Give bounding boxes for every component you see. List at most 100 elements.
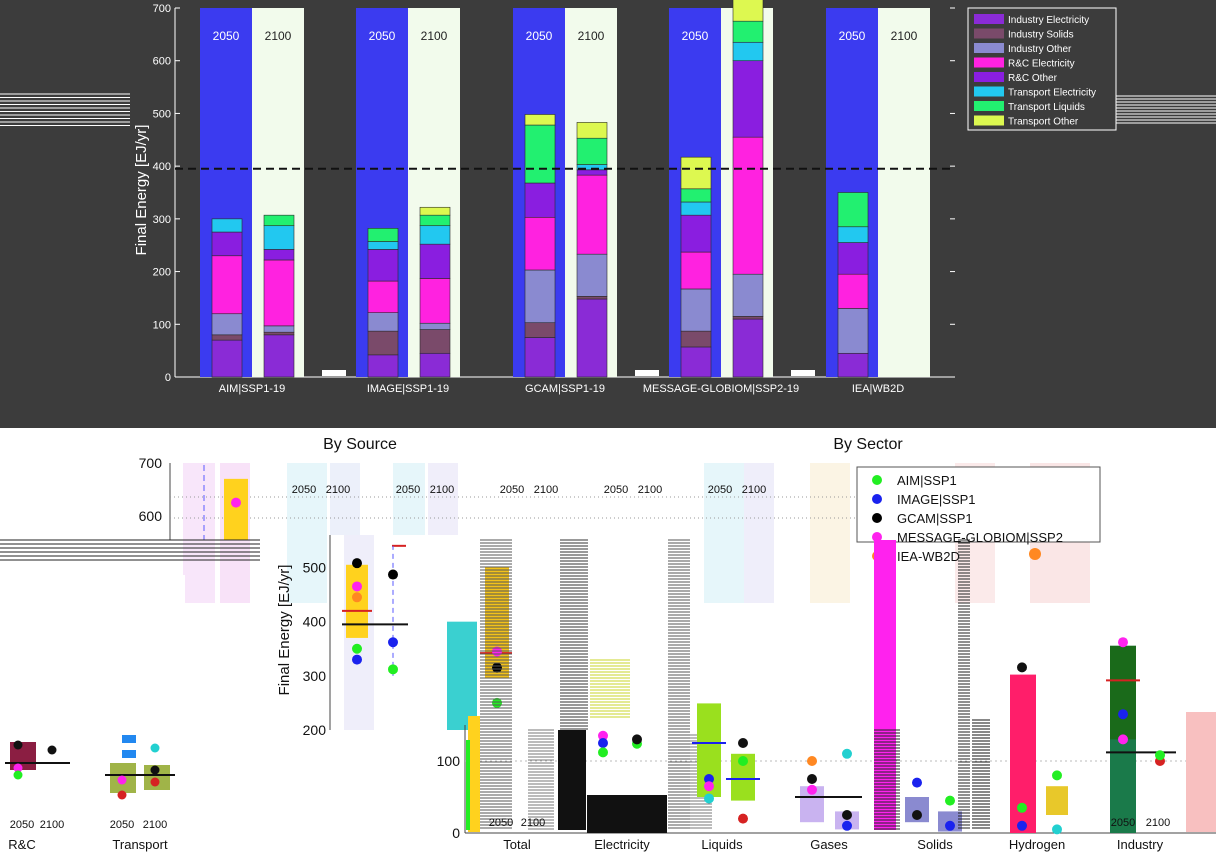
data-point — [150, 777, 160, 787]
box — [835, 811, 859, 830]
category-label: Electricity — [594, 837, 650, 852]
legend-marker — [872, 494, 882, 504]
data-point — [1118, 734, 1128, 745]
bar-segment — [419, 352, 451, 378]
data-point — [1017, 802, 1027, 813]
bar-segment — [732, 318, 764, 378]
bar-segment — [263, 249, 295, 261]
period-2100-background — [878, 8, 930, 377]
period-label-2100: 2100 — [578, 29, 605, 43]
data-point — [231, 497, 241, 508]
sector-label-transport: Transport — [112, 837, 168, 852]
data-point — [704, 793, 714, 804]
box — [558, 730, 586, 830]
bar-segment — [524, 216, 556, 271]
data-point — [1052, 824, 1062, 835]
data-point — [738, 756, 748, 766]
bar-segment — [680, 201, 712, 216]
bar-segment — [732, 136, 764, 275]
period-label: 2100 — [1146, 817, 1170, 829]
legend-swatch — [974, 43, 1004, 53]
period-label: 2050 — [1111, 817, 1135, 829]
box — [468, 716, 480, 832]
period-label: 2050 — [708, 484, 732, 496]
period-band — [183, 463, 215, 603]
bar-segment — [837, 242, 869, 275]
legend-label: Industry Electricity — [1008, 15, 1089, 26]
bar-segment — [680, 346, 712, 378]
y-axis-label: Final Energy [EJ/yr] — [276, 565, 293, 696]
legend-marker — [872, 513, 882, 523]
bar-segment — [419, 278, 451, 324]
data-point — [912, 810, 922, 820]
data-point — [632, 734, 642, 745]
group-label: MESSAGE-GLOBIOM|SSP2-19 — [643, 383, 799, 395]
bar-segment — [211, 339, 243, 378]
data-point — [352, 581, 362, 592]
period-label: 2100 — [638, 484, 662, 496]
data-point — [1155, 750, 1165, 761]
period-label: 2050 — [292, 484, 316, 496]
legend-swatch — [974, 86, 1004, 97]
group-gap-marker — [322, 370, 346, 376]
bar-segment — [837, 226, 869, 243]
category-label: Total — [503, 837, 531, 852]
period-band — [287, 463, 327, 603]
bar-segment — [732, 273, 764, 317]
data-point — [150, 765, 160, 775]
box — [1046, 786, 1068, 815]
y-tick-label: 600 — [139, 508, 163, 524]
data-point — [1118, 709, 1128, 720]
data-point — [352, 654, 362, 665]
data-point — [1029, 548, 1041, 560]
legend-label: Industry Solids — [1008, 30, 1074, 41]
bar-segment — [263, 214, 295, 227]
period-band — [704, 463, 744, 603]
period-label: 2050 — [604, 484, 628, 496]
hatched-block — [668, 539, 690, 829]
bar-segment — [680, 156, 712, 190]
data-point — [807, 784, 817, 795]
bar-segment — [524, 182, 556, 218]
bar-segment — [576, 122, 608, 139]
legend-swatch — [974, 101, 1004, 111]
bar-segment — [524, 322, 556, 338]
sector-inset — [0, 575, 185, 835]
y-tick-label: 200 — [153, 267, 171, 279]
period-label-2050: 2050 — [526, 29, 553, 43]
bar-segment — [367, 228, 399, 242]
y-tick-label: 400 — [153, 161, 171, 173]
y-tick-label: 600 — [153, 56, 171, 68]
y-tick-label: 500 — [303, 560, 327, 576]
period-label: 2050 — [489, 817, 513, 829]
bar-segment — [419, 322, 451, 330]
bar-segment — [263, 334, 295, 378]
period-label: 2100 — [40, 819, 64, 831]
data-point — [912, 777, 922, 788]
bar-segment — [524, 114, 556, 126]
box — [447, 621, 477, 730]
data-point — [1052, 770, 1062, 781]
data-point — [150, 743, 160, 753]
bar-segment — [367, 241, 399, 250]
y-tick-label: 0 — [452, 825, 460, 841]
y-tick-label: 300 — [303, 668, 327, 684]
period-label: 2050 — [10, 819, 34, 831]
data-point — [842, 810, 852, 820]
group-label: GCAM|SSP1-19 — [525, 383, 605, 395]
legend-label: IEA-WB2D — [897, 549, 960, 564]
data-point — [598, 738, 608, 748]
legend-marker — [872, 532, 882, 542]
y-tick-label: 200 — [303, 722, 327, 738]
period-label: 2100 — [143, 819, 167, 831]
data-point — [352, 558, 362, 569]
group-gap-marker — [791, 370, 815, 376]
legend-label: R&C Other — [1008, 73, 1058, 84]
y-tick-label: 700 — [139, 455, 163, 471]
bar-segment — [419, 329, 451, 354]
legend-label: R&C Electricity — [1008, 59, 1075, 70]
y-tick-label: 100 — [437, 753, 461, 769]
